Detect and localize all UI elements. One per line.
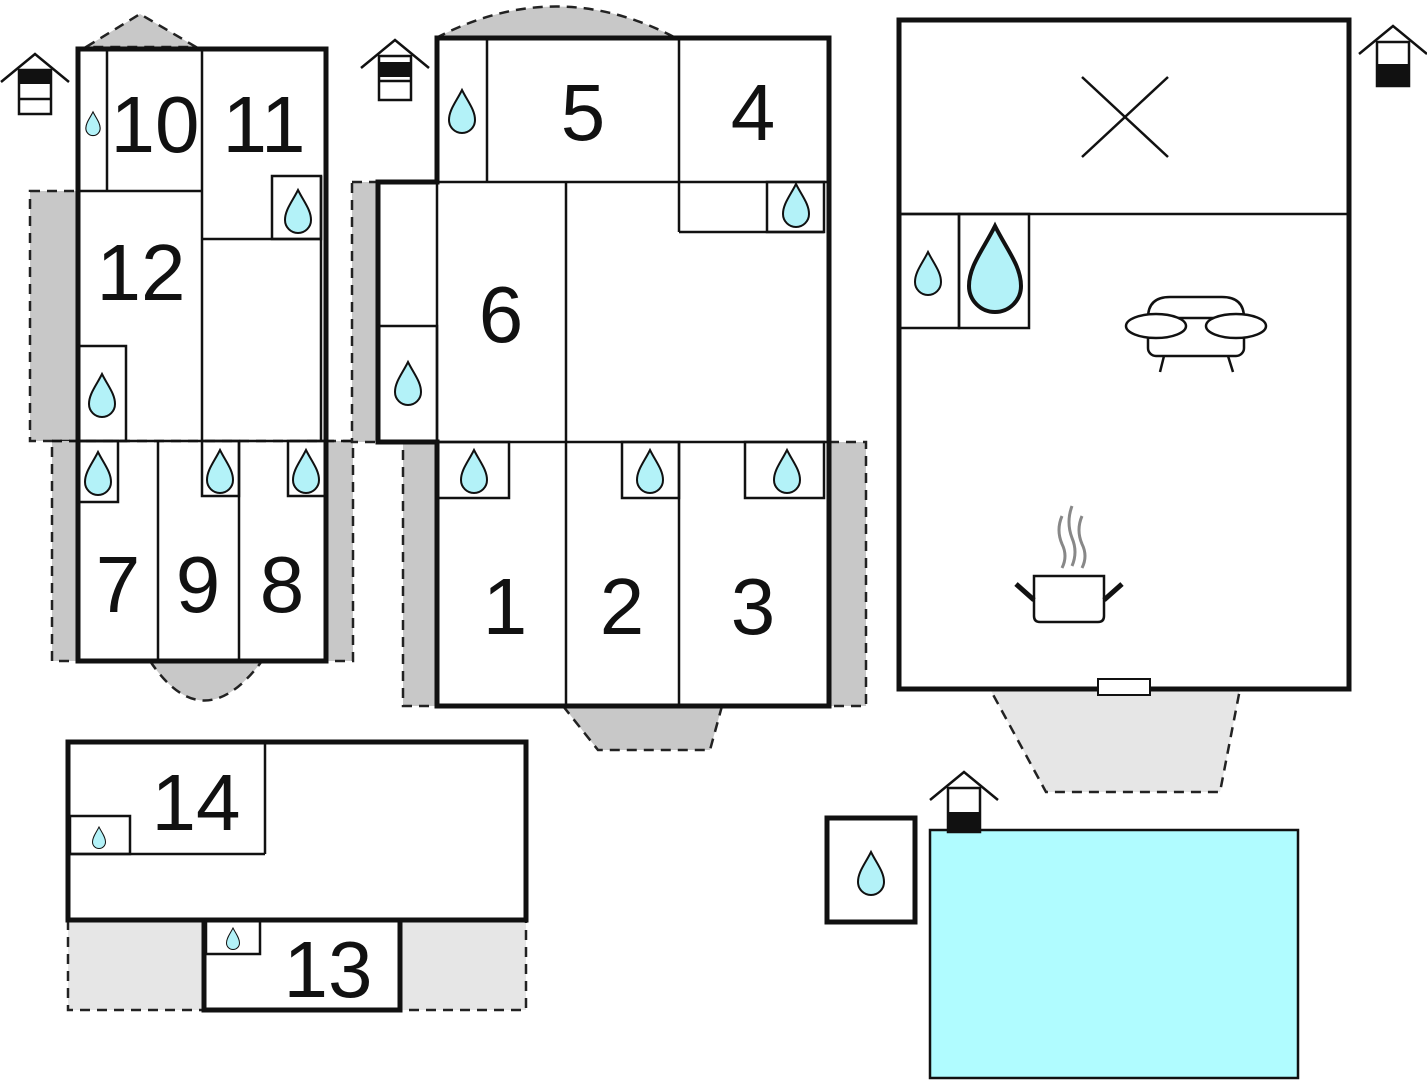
water-drop-icon [460,449,488,494]
water-drop-icon [857,851,885,896]
room-number-3: 3 [731,562,776,651]
terrace-left [350,180,380,444]
terrace-left [28,189,80,443]
building-middle: 5 4 6 1 2 3 [350,5,868,752]
terrace-right [398,918,528,1012]
room-number-7: 7 [96,540,141,629]
room-number-12: 12 [97,228,186,317]
building-bottom-outline [65,739,529,923]
room-number-11: 11 [222,80,305,169]
water-drop-icon [636,449,664,494]
terrace-lower-right [324,439,355,663]
terrace-lower-left [50,439,80,663]
water-drop-icon [284,189,312,234]
room-number-10: 10 [111,80,200,169]
building-right [896,17,1352,794]
terrace-lower-right [827,440,868,708]
terrace-bottom [147,659,265,702]
house-floor-icon [1357,24,1427,88]
water-drop-icon [914,251,942,296]
outdoor-bathroom [824,815,918,925]
room-number-6: 6 [479,270,524,359]
building-bottom: 14 13 [65,739,529,1014]
cooking-pot-icon [1014,505,1124,624]
room-number-8: 8 [260,540,305,629]
sofa-icon [1124,295,1268,373]
room-number-14: 14 [152,758,241,847]
room-number-4: 4 [731,68,776,157]
room-number-1: 1 [483,562,528,651]
water-drop-icon [782,183,810,228]
terrace-top [435,5,677,40]
cross-mark-icon [1081,76,1169,158]
water-drop-icon [85,111,101,137]
room-number-9: 9 [176,540,221,629]
water-drop-icon [84,451,112,496]
room-number-5: 5 [561,68,606,157]
building-left: 10 11 12 7 9 8 [28,12,355,702]
terrace-front [987,687,1242,794]
water-drop-icon [88,373,116,418]
door [1097,678,1151,696]
terrace-top [81,12,201,49]
house-floor-icon [928,770,1000,834]
swimming-pool [928,828,1300,1080]
annex-13 [201,917,403,1013]
water-drop-icon [206,449,234,494]
room-number-2: 2 [600,562,645,651]
terrace-lower-left [401,440,439,708]
house-floor-icon [0,52,71,116]
outdoor-area [824,770,1300,1080]
water-drop-icon [448,89,476,134]
water-drop-icon [773,449,801,494]
water-drop-icon [394,361,422,406]
terrace-left [66,918,206,1012]
terrace-bottom [560,704,724,752]
water-drop-icon [967,224,1023,314]
water-drop-icon [292,449,320,494]
water-drop-icon [92,826,106,849]
house-floor-icon [359,38,431,102]
room-number-13: 13 [284,925,373,1014]
building-right-outline [896,17,1352,692]
